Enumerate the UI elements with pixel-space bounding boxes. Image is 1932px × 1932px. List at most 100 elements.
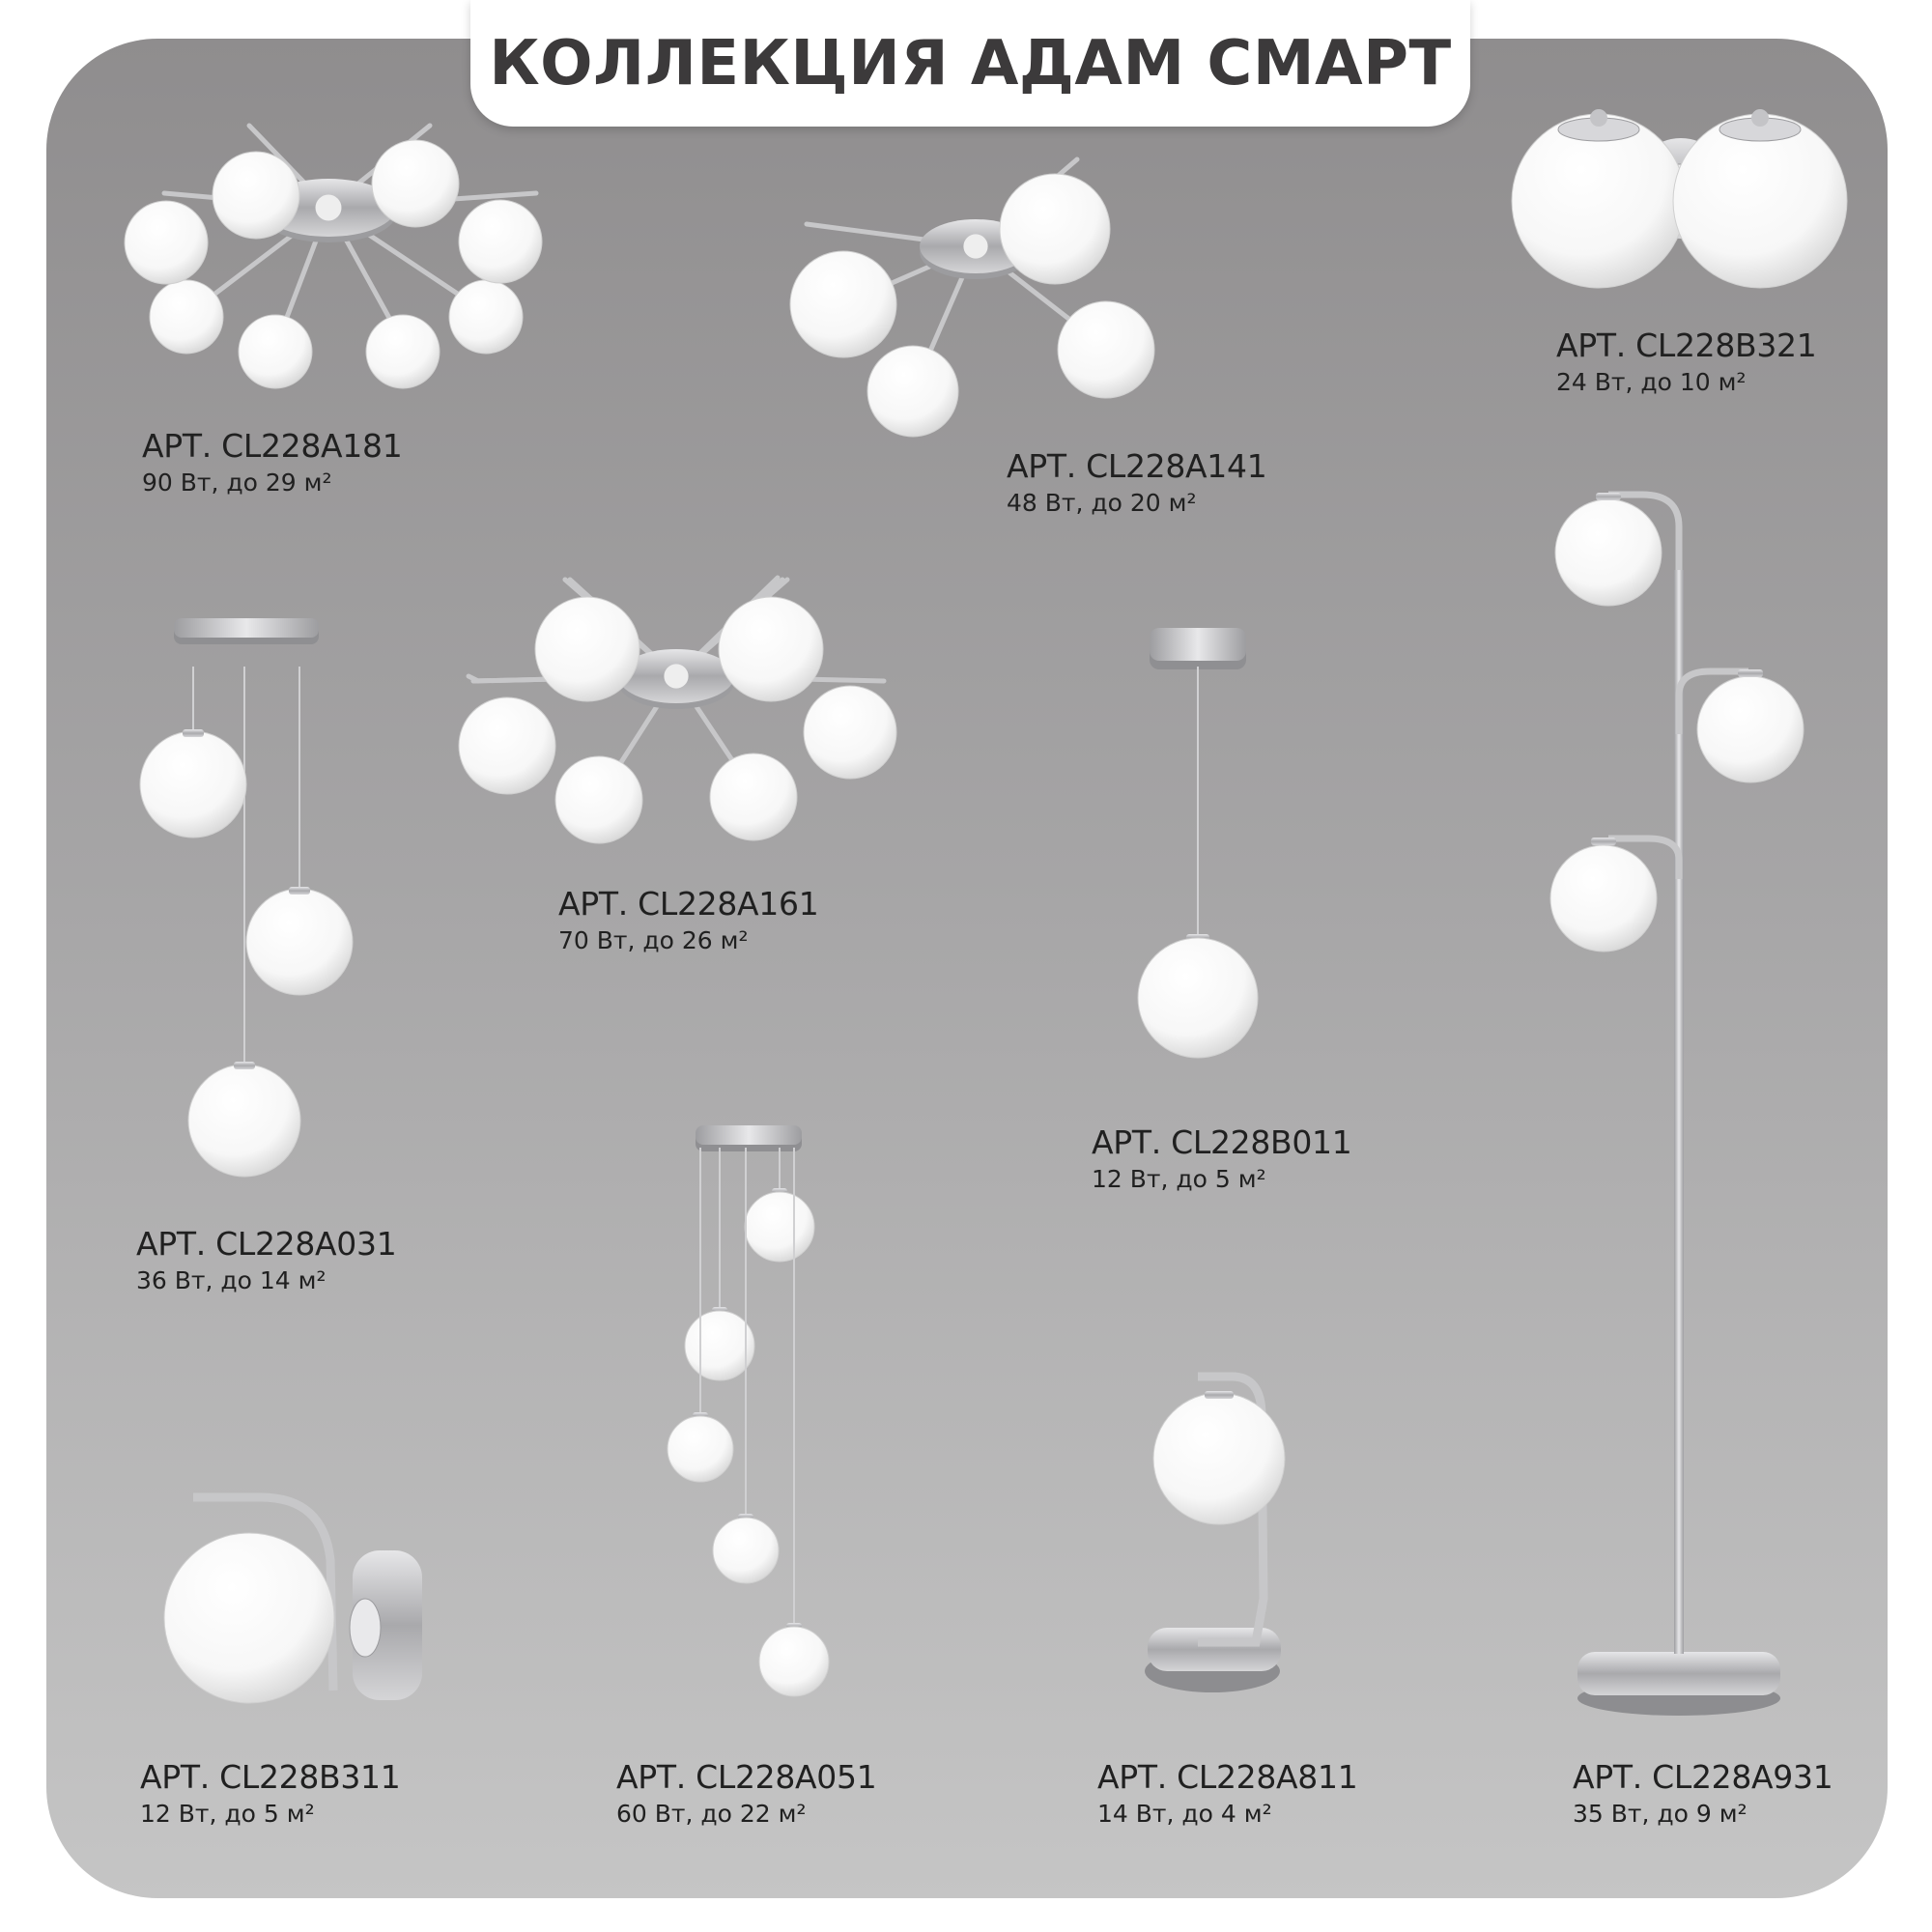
glass-shade (139, 730, 247, 838)
finial (1590, 109, 1607, 127)
sconce-arm (193, 1492, 338, 1691)
product-article: АРТ. CL228A161 (558, 885, 819, 923)
glass-shade (554, 755, 643, 844)
product-article: АРТ. CL228A051 (616, 1758, 877, 1796)
glass-shade (709, 753, 798, 841)
glass-shade (149, 279, 224, 355)
product-spec: 14 Вт, до 4 м² (1097, 1800, 1272, 1828)
product-article: АРТ. CL228A031 (136, 1225, 397, 1263)
ceiling-chandelier-4-icon (789, 156, 1155, 438)
product-article: АРТ. CL228A141 (1007, 447, 1267, 485)
product-spec: 70 Вт, до 26 м² (558, 926, 749, 954)
glass-shade (758, 1626, 830, 1697)
product-article: АРТ. CL228B311 (140, 1758, 401, 1796)
glass-shade (712, 1517, 780, 1584)
wall-sconce-double-icon (1511, 109, 1848, 289)
glass-shade (1137, 937, 1259, 1059)
glass-shade (1549, 844, 1658, 952)
glass-shade (789, 250, 897, 358)
glass-shade (371, 139, 460, 228)
glass-shade (1554, 498, 1662, 607)
table-lamp-icon (1145, 1372, 1286, 1692)
product-spec: 60 Вт, до 22 м² (616, 1800, 807, 1828)
product-spec: 48 Вт, до 20 м² (1007, 489, 1197, 517)
glass-shade (1152, 1392, 1286, 1525)
glass-shade (458, 696, 556, 795)
glass-shade (245, 888, 354, 996)
product-spec: 90 Вт, до 29 м² (142, 469, 332, 497)
finial (1751, 109, 1769, 127)
glass-shade (238, 314, 313, 389)
wall-plate (353, 1550, 422, 1700)
glass-shade (365, 314, 440, 389)
product-spec: 35 Вт, до 9 м² (1573, 1800, 1747, 1828)
pendant-single-icon (1137, 628, 1259, 1059)
middle-arm (1675, 668, 1748, 734)
floor-lamp-3-icon (1549, 491, 1804, 1716)
shade-holder (1596, 493, 1621, 500)
shade-holder (1591, 838, 1616, 845)
product-spec: 12 Вт, до 5 м² (1092, 1165, 1266, 1193)
glass-shade (1057, 300, 1155, 399)
canopy (1150, 628, 1246, 661)
upper-arm (1608, 491, 1683, 570)
title-box: КОЛЛЕКЦИЯ АДАМ СМАРТ (470, 0, 1470, 127)
ceiling-chandelier-8-icon (124, 123, 543, 389)
glass-shade (458, 199, 543, 284)
glass-shade (667, 1415, 734, 1483)
glass-shade (999, 173, 1111, 285)
shade-holder (1738, 669, 1763, 677)
product-label-6: АРТ. CL228B011 12 Вт, до 5 м² (1092, 1122, 1352, 1196)
product-spec: 24 Вт, до 10 м² (1556, 368, 1747, 396)
cascade-pendant-3-icon (139, 618, 354, 1178)
product-label-7: АРТ. CL228A931 35 Вт, до 9 м² (1573, 1757, 1833, 1831)
glass-shade (744, 1191, 815, 1263)
shade-holder (1205, 1391, 1234, 1399)
shade-holder (289, 887, 310, 895)
product-label-3: АРТ. CL228B321 24 Вт, до 10 м² (1556, 326, 1817, 399)
glass-shade (867, 345, 959, 438)
cascade-pendant-5-icon (667, 1125, 830, 1697)
product-label-8: АРТ. CL228A051 60 Вт, до 22 м² (616, 1757, 877, 1831)
product-label-2: АРТ. CL228A141 48 Вт, до 20 м² (1007, 446, 1267, 520)
product-label-4: АРТ. CL228A031 36 Вт, до 14 м² (136, 1224, 397, 1297)
glass-shade (212, 151, 300, 240)
canopy-cap (315, 194, 342, 221)
glass-shade (187, 1064, 301, 1178)
canopy (174, 618, 319, 638)
glass-shade (448, 279, 524, 355)
product-label-9: АРТ. CL228B311 12 Вт, до 5 м² (140, 1757, 401, 1831)
glass-shade (718, 596, 824, 702)
wall-sconce-single-icon (163, 1492, 422, 1704)
glass-shade (803, 685, 897, 780)
canopy-cap (963, 234, 988, 259)
canopy-cap (664, 664, 689, 689)
product-label-1: АРТ. CL228A181 90 Вт, до 29 м² (142, 426, 403, 499)
shade-holder (234, 1062, 255, 1069)
glass-shade (163, 1532, 335, 1704)
page-title: КОЛЛЕКЦИЯ АДАМ СМАРТ (489, 27, 1452, 99)
ceiling-chandelier-6-icon (458, 575, 897, 844)
mount-bracket (349, 1598, 382, 1658)
product-label-10: АРТ. CL228A811 14 Вт, до 4 м² (1097, 1757, 1358, 1831)
glass-shade (534, 596, 640, 702)
product-article: АРТ. CL228A811 (1097, 1758, 1358, 1796)
metal-arm (466, 673, 481, 684)
product-article: АРТ. CL228B011 (1092, 1123, 1352, 1161)
glass-shade (684, 1310, 755, 1381)
pole (1674, 570, 1684, 1654)
lower-arm (1608, 835, 1683, 879)
product-article: АРТ. CL228A181 (142, 427, 403, 465)
glass-shade (1696, 675, 1804, 783)
canopy (696, 1125, 802, 1145)
product-spec: 36 Вт, до 14 м² (136, 1266, 327, 1294)
glass-shade (124, 200, 209, 285)
product-article: АРТ. CL228B321 (1556, 327, 1817, 364)
product-spec: 12 Вт, до 5 м² (140, 1800, 315, 1828)
product-article: АРТ. CL228A931 (1573, 1758, 1833, 1796)
floor-base (1577, 1652, 1780, 1695)
shade-holder (183, 729, 204, 737)
product-label-5: АРТ. CL228A161 70 Вт, до 26 м² (558, 884, 819, 957)
